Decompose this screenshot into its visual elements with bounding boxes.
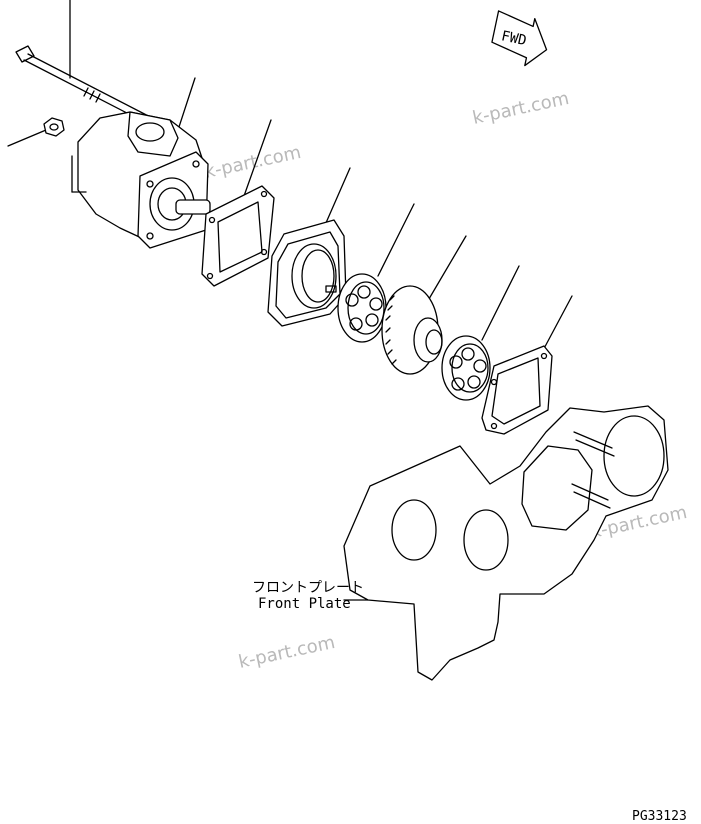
watermark-2: k-part.com — [203, 142, 303, 183]
watermark-4: k-part.com — [237, 632, 337, 673]
nut — [43, 117, 65, 137]
gear — [381, 285, 443, 375]
fwd-arrow: FWD — [491, 10, 548, 67]
gasket-2 — [481, 345, 553, 435]
figure-code: PG33123 — [632, 809, 687, 824]
leader-lines — [7, 0, 573, 357]
bearing-1 — [337, 273, 387, 343]
front-plate-label-jp: フロントプレート — [252, 580, 364, 596]
pump-assembly — [71, 111, 211, 249]
bearing-2 — [441, 335, 491, 401]
fwd-label: FWD — [500, 28, 528, 49]
front-plate-label-en: Front Plate — [258, 596, 351, 612]
front-plate — [343, 405, 669, 681]
gasket-1 — [201, 185, 275, 287]
watermark-1: k-part.com — [471, 88, 571, 129]
flange-housing — [267, 219, 347, 327]
